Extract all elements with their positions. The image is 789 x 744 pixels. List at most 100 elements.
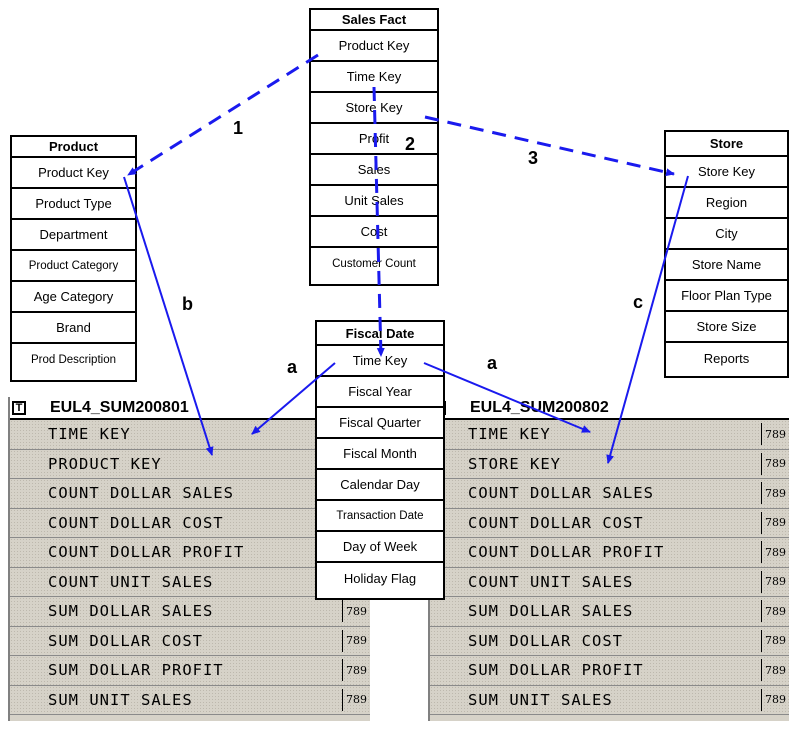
numeric-type-icon: 789 — [342, 600, 370, 622]
column-name: SUM DOLLAR COST — [48, 631, 203, 650]
column-name: SUM DOLLAR COST — [468, 631, 623, 650]
column-name: STORE KEY — [468, 454, 561, 473]
entity-column-row: Product Key — [311, 31, 437, 62]
mapping-label-a-right: a — [487, 353, 498, 373]
entity-column-row: Transaction Date — [317, 501, 443, 532]
summary-table-row: TIME KEY 789 — [430, 420, 789, 450]
column-name: SUM DOLLAR PROFIT — [48, 661, 224, 679]
column-name: COUNT DOLLAR SALES — [468, 484, 654, 502]
entity-title: Fiscal Date — [317, 322, 443, 346]
entity-column-row: Region — [666, 188, 787, 219]
summary-table-footer — [10, 715, 370, 744]
summary-table-footer — [430, 715, 789, 744]
entity-column-row: Fiscal Month — [317, 439, 443, 470]
numeric-type-icon: 789 — [761, 511, 789, 534]
entity-title: Store — [666, 132, 787, 157]
summary-table-row: SUM UNIT SALES 789 — [10, 685, 370, 715]
join-label-2: 2 — [405, 134, 416, 154]
numeric-type-icon: 789 — [342, 659, 370, 681]
column-name: SUM UNIT SALES — [468, 690, 613, 709]
entity-column-row: Unit Sales — [311, 186, 437, 217]
column-name: COUNT UNIT SALES — [48, 572, 214, 591]
entity-column-row: Store Key — [311, 93, 437, 124]
entity-column-row: Day of Week — [317, 532, 443, 563]
column-name: COUNT DOLLAR COST — [48, 513, 224, 532]
entity-column-row: Product Type — [12, 189, 135, 220]
column-name: SUM DOLLAR PROFIT — [468, 661, 644, 679]
entity-column-row: Store Size — [666, 312, 787, 343]
numeric-type-icon: 789 — [761, 541, 789, 563]
column-name: TIME KEY — [468, 425, 551, 443]
mapping-label-c: c — [633, 292, 644, 312]
entity-column-row: Department — [12, 220, 135, 251]
entity-title: Product — [12, 137, 135, 158]
entity-column-row: Sales — [311, 155, 437, 186]
summary-table-title: EUL4_SUM200801 — [50, 398, 189, 416]
column-name: SUM UNIT SALES — [48, 690, 193, 709]
entity-column-row: Time Key — [311, 62, 437, 93]
table-icon: T — [12, 400, 26, 415]
entity-column-row: Product Key — [12, 158, 135, 189]
column-name: COUNT DOLLAR PROFIT — [48, 543, 245, 561]
summary-table-row: SUM UNIT SALES 789 — [430, 685, 789, 715]
entity-column-row: Cost — [311, 217, 437, 248]
numeric-type-icon: 789 — [761, 688, 789, 711]
summary-table-row: SUM DOLLAR COST 789 — [10, 626, 370, 656]
entity-column-row: Time Key — [317, 346, 443, 377]
entity-title: Sales Fact — [311, 10, 437, 31]
entity-column-row: Customer Count — [332, 257, 416, 270]
summary-table-row: SUM DOLLAR PROFIT 789 — [10, 656, 370, 686]
numeric-type-icon: 789 — [342, 688, 370, 711]
entity-column-row: Calendar Day — [317, 470, 443, 501]
numeric-type-icon: 789 — [761, 570, 789, 593]
summary-table-title: EUL4_SUM200802 — [470, 398, 609, 416]
entity-column-row: Prod Description — [30, 353, 116, 366]
join-label-1: 1 — [233, 118, 244, 138]
mapping-label-a-left: a — [287, 357, 298, 377]
entity-column-row: Fiscal Quarter — [317, 408, 443, 439]
column-name: COUNT DOLLAR PROFIT — [468, 543, 665, 561]
column-name: TIME KEY — [48, 425, 131, 443]
mapping-label-b: b — [182, 294, 193, 314]
entity-column-row: Profit — [311, 124, 437, 155]
numeric-type-icon: 789 — [761, 482, 789, 504]
entity-column-row: City — [666, 219, 787, 250]
summary-table-row: COUNT DOLLAR COST 789 — [430, 508, 789, 538]
numeric-type-icon: 789 — [342, 629, 370, 652]
numeric-type-icon: 789 — [761, 600, 789, 622]
entity-column-row: Reports — [703, 351, 750, 366]
summary-table-row: COUNT DOLLAR SALES 789 — [430, 479, 789, 509]
entity-column-row: Holiday Flag — [343, 571, 417, 586]
join-arrow-1 — [127, 53, 319, 177]
join-arrow-3 — [424, 115, 675, 177]
summary-table-title-bar: T EUL4_SUM200802 — [430, 397, 789, 420]
entity-column-row: Brand — [12, 313, 135, 344]
entity-column-row: Store Name — [666, 250, 787, 281]
summary-table-row: SUM DOLLAR SALES 789 — [430, 597, 789, 627]
column-name: COUNT DOLLAR SALES — [48, 484, 234, 502]
summary-table-row: SUM DOLLAR COST 789 — [430, 626, 789, 656]
join-label-3: 3 — [528, 148, 539, 168]
numeric-type-icon: 789 — [761, 629, 789, 652]
column-name: PRODUCT KEY — [48, 454, 162, 473]
entity-column-row: Floor Plan Type — [666, 281, 787, 312]
entity-column-row: Store Key — [666, 157, 787, 188]
column-name: COUNT DOLLAR COST — [468, 513, 644, 532]
column-name: SUM DOLLAR SALES — [468, 602, 634, 620]
entity-column-row: Fiscal Year — [317, 377, 443, 408]
numeric-type-icon: 789 — [761, 423, 789, 445]
summary-table-row: COUNT DOLLAR PROFIT 789 — [430, 538, 789, 568]
